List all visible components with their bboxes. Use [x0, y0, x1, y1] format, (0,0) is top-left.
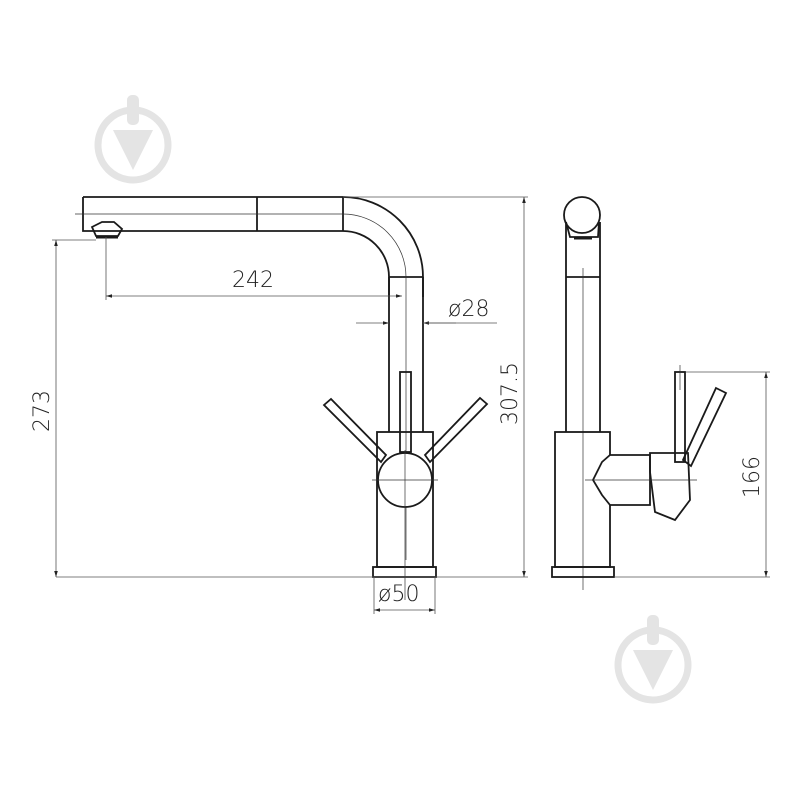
- dimension-base-diameter: ø50: [373, 577, 436, 614]
- total-height-label: 307.5: [498, 362, 523, 425]
- spout-diameter-label: ø28: [448, 297, 489, 322]
- lever-height-label: 166: [740, 456, 765, 498]
- dimension-total-height: 307.5: [343, 196, 528, 577]
- dimension-lever-height: 166: [614, 371, 770, 578]
- base-diameter-label: ø50: [378, 582, 419, 607]
- spout-reach-label: 242: [232, 268, 274, 293]
- dimension-outlet-height: 273: [30, 239, 528, 578]
- watermark-top-left-icon: [94, 95, 172, 184]
- outlet-height-label: 273: [30, 390, 55, 432]
- front-view: [75, 196, 489, 600]
- watermark-bottom-right-icon: [614, 615, 692, 704]
- dimension-spout-diameter: ø28: [356, 297, 497, 325]
- dimension-spout-reach: 242: [105, 237, 402, 300]
- side-view: [551, 196, 728, 590]
